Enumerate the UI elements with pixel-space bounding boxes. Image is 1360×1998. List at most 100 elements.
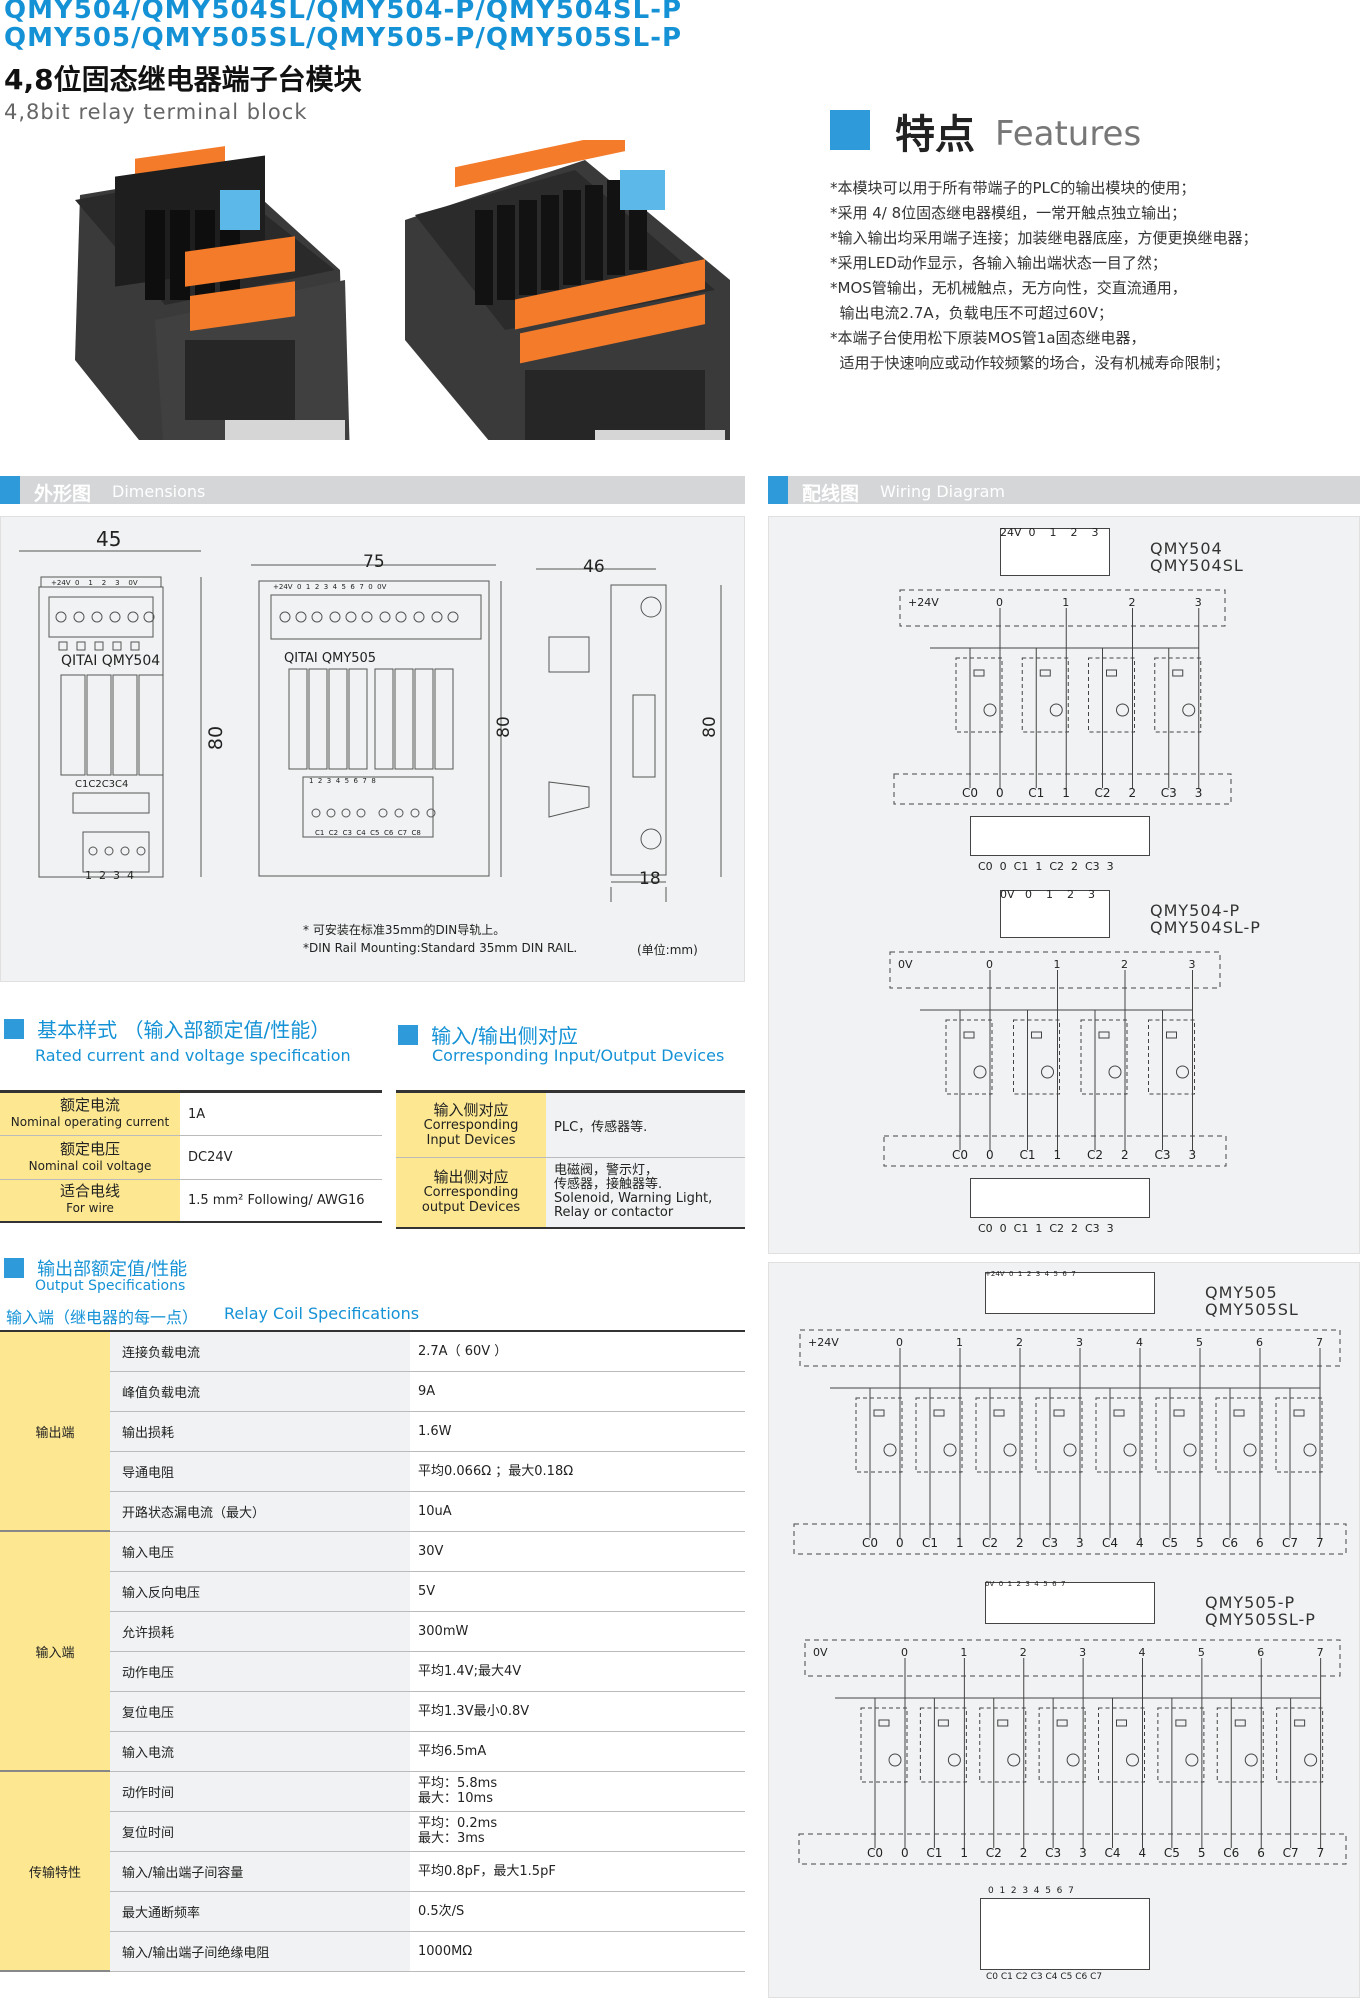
wiring-output-label: C5 [1162,1536,1179,1550]
wiring-input-number: 0 [896,1336,903,1349]
io-label: 输出侧对应 [433,1167,509,1186]
wiring-supply-label: +24V [908,596,939,609]
spec-value-line: 平均0.8pF，最大1.5pF [418,1863,556,1879]
spec-value-line: 1000MΩ [418,1943,473,1959]
output-spec-title: 输出部额定值/性能 [37,1259,188,1280]
wiring-output-label: C2 [1094,786,1111,800]
wiring-strip-labels: 24V 0 1 2 3 [1000,526,1099,539]
wiring-output-label: 2 [1128,786,1137,800]
features-title-en: Features [995,114,1142,154]
wiring-output-label: 3 [1076,1536,1084,1550]
brand-label-2: QITAI QMY505 [284,651,377,666]
output-spec-sub: 输入端（继电器的每一点） [6,1308,199,1327]
spec-key: 输入反向电压 [110,1571,410,1612]
page-subtitle: 4,8bit relay terminal block [4,100,308,124]
output-spec-title-en: Output Specifications [35,1278,186,1294]
wiring-output-terminal-block [980,1898,1150,1970]
spec-key: 导通电阻 [110,1451,410,1492]
wiring-terminal-labels: C0 0 C1 1 C2 2 C3 3 [978,1222,1114,1235]
wiring-output-label: C2 [1087,1148,1104,1162]
basic-spec-title: 基本样式 （输入部额定值/性能） [37,1018,331,1042]
spec-key: 峰值负载电流 [110,1371,410,1412]
io-label: 输入侧对应 [433,1100,509,1119]
wiring-terminal-labels: C0 C1 C2 C3 C4 C5 C6 C7 [986,1972,1103,1982]
dimensions-title-en: Dimensions [112,482,206,501]
spec-label: 额定电流 [59,1096,120,1114]
io-value: 电磁阀，警示灯， [554,1163,659,1179]
wiring-output-label: C1 [1028,786,1045,800]
wiring-output-label: C1 [926,1846,943,1860]
spec-value-line: 平均：5.8ms [418,1776,498,1791]
io-value: Solenoid, Warning Light, [554,1191,713,1207]
wiring-input-number: 3 [1194,596,1202,609]
dim-top-labels-4: +24V 0 1 2 3 0V [51,579,138,587]
table-row: 导通电阻平均0.066Ω ；最大0.18Ω [0,1451,745,1492]
wiring-output-label: C0 [867,1846,884,1860]
spec-key: 动作时间 [110,1771,410,1812]
features-title: 特点 [895,112,975,158]
spec-key: 复位时间 [110,1811,410,1852]
dim-unit: (单位:mm) [637,943,698,957]
spec-value: 2.7A（ 60V ） [410,1331,745,1372]
wiring-output-label: 7 [1316,1536,1324,1550]
wiring-output-terminal-block [970,1178,1150,1218]
feature-line: 适用于快速响应或动作较频繁的场合，没有机械寿命限制； [830,354,1230,372]
spec-value-line: 平均1.4V;最大4V [418,1663,522,1679]
spec-key: 输入电压 [110,1531,410,1572]
spec-value: 30V [410,1531,745,1572]
feature-line: *输入输出均采用端子连接；加装继电器底座，方便更换继电器； [830,229,1258,247]
wiring-output-label: 0 [896,1536,904,1550]
model-line-2: QMY505/QMY505SL/QMY505-P/QMY505SL-P [4,23,683,53]
dim-mid-n8: 1 2 3 4 5 6 7 8 [309,777,376,785]
section-square-icon [4,1018,24,1039]
spec-value: 1.6W [410,1411,745,1452]
wiring-output-label: C7 [1282,1536,1299,1550]
wiring-input-number: 2 [1121,958,1128,971]
wiring-output-label: C3 [1160,786,1177,800]
wiring-input-number: 1 [960,1646,968,1659]
spec-value-line: 2.7A（ 60V ） [418,1343,508,1359]
wiring-header: 配线图 Wiring Diagram [768,476,1360,505]
wiring-output-label: C2 [982,1536,999,1550]
wiring-input-number: 7 [1316,1646,1324,1659]
spec-key: 输入/输出端子间绝缘电阻 [110,1931,410,1972]
wiring-input-number: 5 [1196,1336,1203,1349]
dim-bottom-c8: C1 C2 C3 C4 C5 C6 C7 C8 [315,829,421,837]
wiring-input-number: 0 [901,1646,908,1659]
product-photo-8bit [405,140,730,440]
dim-bottom-c4: C1C2C3C4 [75,779,129,790]
wiring-output-label: C1 [1019,1148,1036,1162]
wiring-output-label: 4 [1138,1846,1147,1860]
table-row: 输入/输出端子间绝缘电阻 1000MΩ [0,1931,745,1972]
io-label-en: output Devices [421,1199,521,1215]
wiring-output-label: C4 [1102,1536,1119,1550]
spec-key: 复位电压 [110,1691,410,1732]
wiring-output-label: 2 [1121,1148,1129,1162]
io-devices-title-en: Corresponding Input/Output Devices [432,1046,725,1065]
spec-value-line: 300mW [418,1623,469,1639]
wiring-output-label: 5 [1197,1846,1206,1860]
wiring-output-label: C5 [1163,1846,1180,1860]
wiring-output-label: C1 [922,1536,939,1550]
spec-value-line: 0.5次/S [418,1903,465,1919]
spec-label: 适合电线 [59,1182,120,1201]
wiring-panel-8bit [768,1262,1360,1998]
wiring-input-number: 1 [1062,596,1070,609]
spec-value: 300mW [410,1611,745,1652]
features-list: *本模块可以用于所有带端子的PLC的输出模块的使用； *采用 4/ 8位固态继电… [830,176,1258,376]
wiring-panel-4bit [768,516,1360,1254]
spec-key: 输入电流 [110,1731,410,1772]
wiring-output-label: C3 [1045,1846,1062,1860]
spec-value: 平均1.4V;最大4V [410,1651,745,1692]
wiring-input-number: 3 [1076,1336,1083,1349]
